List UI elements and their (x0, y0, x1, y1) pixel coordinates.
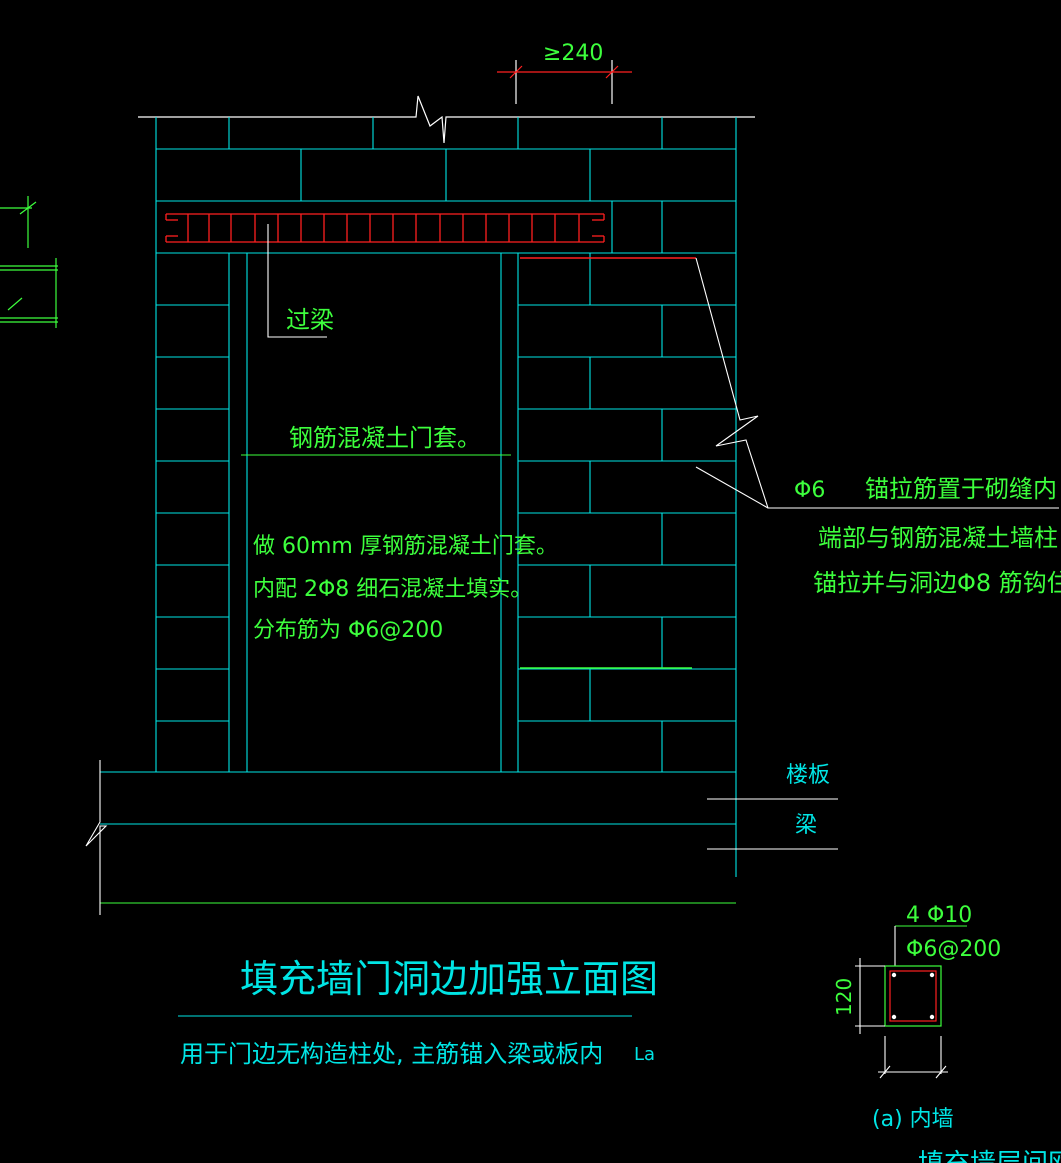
slab-label: 楼板 (786, 763, 830, 788)
beam-label: 梁 (795, 813, 817, 838)
lintel-rebar (165, 213, 605, 243)
masonry-wall (155, 117, 737, 877)
la-label: La (634, 1044, 655, 1065)
bottom-cut-text: 填充墙层间网 (918, 1149, 1061, 1163)
section-rebar-main: 4 Φ10 (906, 903, 972, 928)
note-line-3: 分布筋为 Φ6@200 (253, 618, 443, 643)
section-rebar-stirrup: Φ6@200 (906, 937, 1001, 962)
top-break-line (138, 95, 755, 144)
main-title: 填充墙门洞边加强立面图 (240, 957, 658, 1001)
anchor-note-line-3: 锚拉并与洞边Φ8 筋钩住. (813, 569, 1061, 597)
anchor-note-line-2: 端部与钢筋混凝土墙柱 (818, 524, 1058, 552)
note-line-2: 内配 2Φ8 细石混凝土填实。 (253, 577, 532, 602)
left-partial-element (0, 196, 58, 328)
lintel-leader (267, 224, 327, 338)
anchor-note-line-1: 锚拉筋置于砌缝内 (865, 475, 1057, 503)
right-leader-lines (695, 257, 1059, 509)
section-caption: (a) 内墙 (872, 1107, 954, 1132)
column-section-detail: 4 Φ10 Φ6@200 120 (a) 内墙 (832, 903, 1001, 1132)
anchor-tie-bars (520, 257, 696, 669)
top-dimension: ≥240 (497, 41, 632, 104)
lintel-label: 过梁 (286, 306, 334, 334)
door-frame-label: 钢筋混凝土门套。 (289, 424, 481, 452)
dimension-label-top: ≥240 (543, 41, 603, 66)
anchor-note-size: Φ6 (794, 478, 825, 503)
note-line-1: 做 60mm 厚钢筋混凝土门套。 (253, 534, 558, 559)
floor-slab-beam (85, 760, 838, 915)
subtitle: 用于门边无构造柱处, 主筋锚入梁或板内 (180, 1040, 603, 1068)
section-dimension: 120 (832, 978, 856, 1016)
